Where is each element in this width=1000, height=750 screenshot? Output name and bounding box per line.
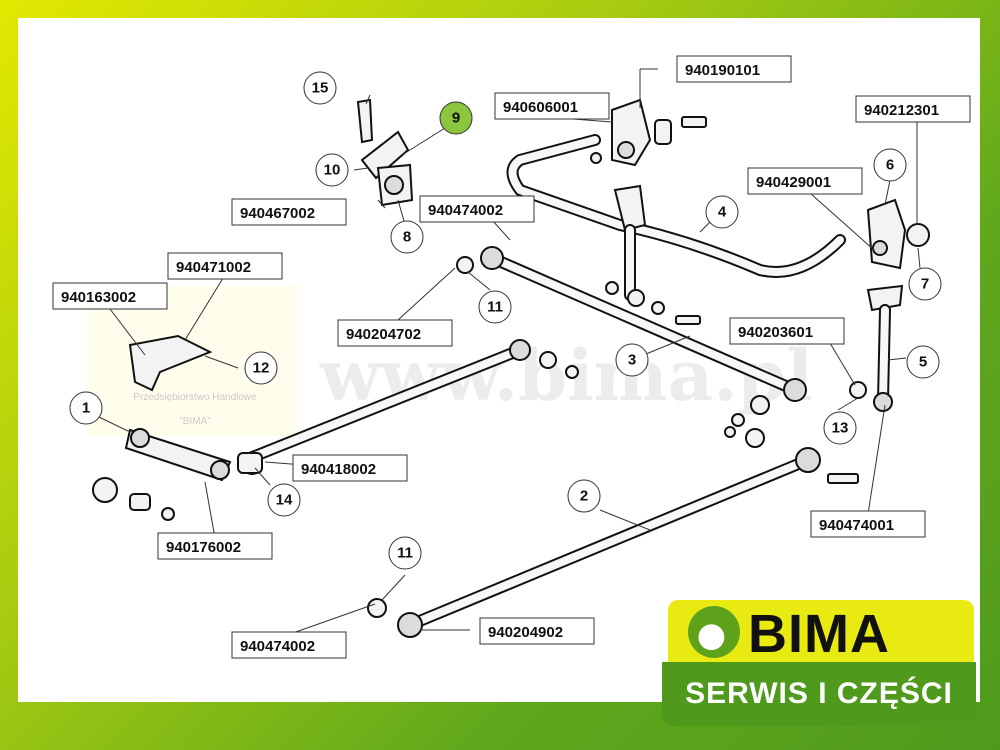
label-text-940204702: 940204702 (346, 326, 421, 343)
callout-text-12: 12 (253, 360, 270, 377)
bushing-stack-13 (724, 395, 770, 448)
rod-3 (456, 246, 807, 402)
label-text-940474002-top: 940474002 (428, 202, 503, 219)
drop-link-5 (849, 284, 904, 412)
label-940204902: 940204902 (479, 617, 595, 645)
callout-11-top: 11 (478, 290, 512, 324)
callout-text-5: 5 (919, 354, 927, 371)
label-940474002-bottom: 940474002 (231, 631, 347, 659)
bracket-940429001 (866, 198, 930, 270)
link-arm-940176002 (92, 428, 232, 521)
label-940190101: 940190101 (676, 55, 792, 83)
callout-text-2: 2 (580, 488, 588, 505)
label-940176002: 940176002 (157, 532, 273, 560)
callout-13: 13 (823, 411, 857, 445)
callout-15: 15 (303, 71, 337, 105)
stamp-line-2: "BIMA" (179, 416, 211, 427)
callout-text-6: 6 (886, 157, 894, 174)
callout-11-bottom: 11 (388, 536, 422, 570)
callout-4: 4 (705, 195, 739, 229)
logo-ball-icon (688, 606, 740, 658)
label-text-940606001: 940606001 (503, 99, 578, 116)
callout-text-7: 7 (921, 276, 929, 293)
label-text-940204902: 940204902 (488, 624, 563, 641)
callout-text-8: 8 (403, 229, 411, 246)
callout-7: 7 (908, 267, 942, 301)
label-940203601: 940203601 (729, 317, 845, 345)
callout-text-1: 1 (82, 400, 90, 417)
label-940163002: 940163002 (52, 282, 168, 310)
hanger-bracket-940163002 (128, 334, 213, 392)
label-940471002: 940471002 (167, 252, 283, 280)
callout-text-14: 14 (276, 492, 293, 509)
label-text-940176002: 940176002 (166, 539, 241, 556)
label-text-940190101: 940190101 (685, 62, 760, 79)
callout-text-13: 13 (832, 420, 849, 437)
label-text-940467002: 940467002 (240, 205, 315, 222)
callout-3: 3 (615, 343, 649, 377)
callout-1: 1 (69, 391, 103, 425)
bracket-940190101 (590, 98, 707, 167)
label-text-940163002: 940163002 (61, 289, 136, 306)
label-940204702: 940204702 (337, 319, 453, 347)
label-940429001: 940429001 (747, 167, 863, 195)
label-text-940429001: 940429001 (756, 174, 831, 191)
callout-text-15: 15 (312, 80, 329, 97)
callout-text-4: 4 (718, 204, 727, 221)
label-940474002-top: 940474002 (419, 195, 535, 223)
logo-subtitle: SERWIS I CZĘŚCI (685, 677, 953, 710)
label-text-940471002: 940471002 (176, 259, 251, 276)
callout-8: 8 (390, 220, 424, 254)
callout-14: 14 (267, 483, 301, 517)
callout-6: 6 (873, 148, 907, 182)
mount-bracket-center (605, 184, 701, 325)
label-940474001: 940474001 (810, 510, 926, 538)
callout-text-10: 10 (324, 162, 341, 179)
callout-text-9: 9 (452, 110, 460, 127)
label-text-940212301: 940212301 (864, 102, 939, 119)
callout-2: 2 (567, 479, 601, 513)
bushing-14 (237, 452, 263, 474)
callout-12: 12 (244, 351, 278, 385)
label-940467002: 940467002 (231, 198, 347, 226)
leader-lines (98, 68, 921, 635)
stamp-line-1: Przedsiębiorstwo Handlowe (133, 392, 257, 403)
stabilizer-bar-4 (506, 134, 846, 278)
logo-brand-text: BIMA (748, 604, 890, 664)
callout-9: 9 (439, 101, 473, 135)
rod-2 (367, 447, 859, 638)
label-940606001: 940606001 (494, 92, 610, 120)
label-text-940474001: 940474001 (819, 517, 894, 534)
label-text-940418002: 940418002 (301, 461, 376, 478)
callout-text-3: 3 (628, 352, 636, 369)
bushing-clamp-940467002 (356, 98, 414, 207)
label-940212301: 940212301 (855, 95, 971, 123)
logo-bottom-band: SERWIS I CZĘŚCI (662, 662, 976, 726)
label-940418002: 940418002 (292, 454, 408, 482)
label-text-940474002-bottom: 940474002 (240, 638, 315, 655)
callout-5: 5 (906, 345, 940, 379)
callout-text-11-bottom: 11 (397, 545, 413, 562)
callout-10: 10 (315, 153, 349, 187)
callout-text-11-top: 11 (487, 299, 503, 316)
label-text-940203601: 940203601 (738, 324, 813, 341)
